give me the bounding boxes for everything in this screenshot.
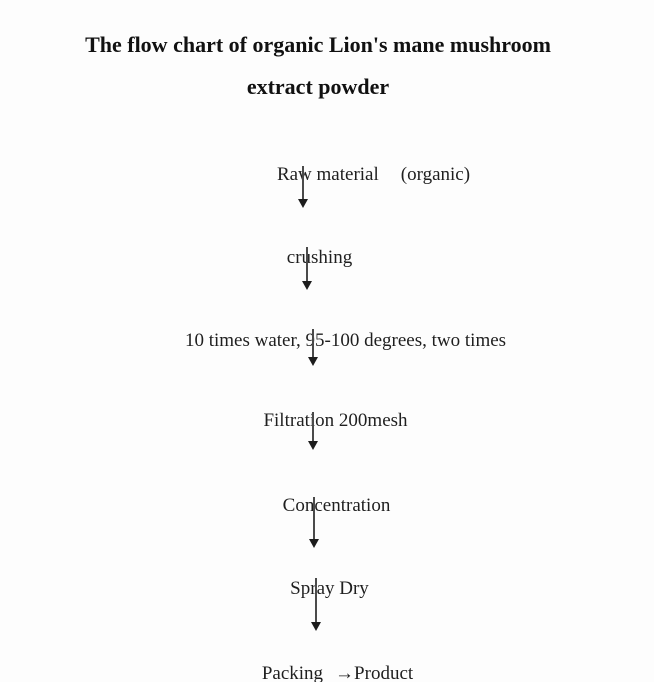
flow-node-concentration: Concentration <box>264 467 391 545</box>
flow-node-spray-dry: Spray Dry <box>271 550 369 628</box>
flow-node-filtration: Filtration 200mesh <box>244 382 407 460</box>
raw-material-qualifier: (organic) <box>400 164 471 185</box>
raw-material-label: Raw material <box>276 164 379 185</box>
page-title-line-2: extract powder <box>246 74 390 99</box>
down-arrow-extraction-to-filtration <box>312 329 314 357</box>
filtration-label: Filtration 200mesh <box>263 410 408 431</box>
flow-node-raw-material: Raw material (organic) <box>258 136 470 214</box>
down-arrow-crushing-to-extraction <box>306 247 308 281</box>
page-title-line-1: The flow chart of organic Lion's mane mu… <box>85 32 551 57</box>
concentration-label: Concentration <box>282 495 391 516</box>
down-arrow-spray-dry-to-packing <box>315 578 317 622</box>
flow-node-packing: Packing →Product <box>243 635 413 682</box>
extraction-label: 10 times water, 95-100 degrees, two time… <box>184 330 507 351</box>
down-arrow-concentration-to-spray-dry <box>313 497 315 539</box>
flow-node-extraction: 10 times water, 95-100 degrees, two time… <box>166 302 506 380</box>
crushing-label: crushing <box>286 247 353 268</box>
spray-dry-label: Spray Dry <box>290 578 369 599</box>
packing-result-product: →Product <box>335 663 414 682</box>
down-arrow-filtration-to-concentration <box>312 412 314 441</box>
flow-node-crushing: crushing <box>268 219 352 297</box>
packing-label: Packing <box>261 663 324 682</box>
down-arrow-raw-to-crushing <box>302 166 304 199</box>
